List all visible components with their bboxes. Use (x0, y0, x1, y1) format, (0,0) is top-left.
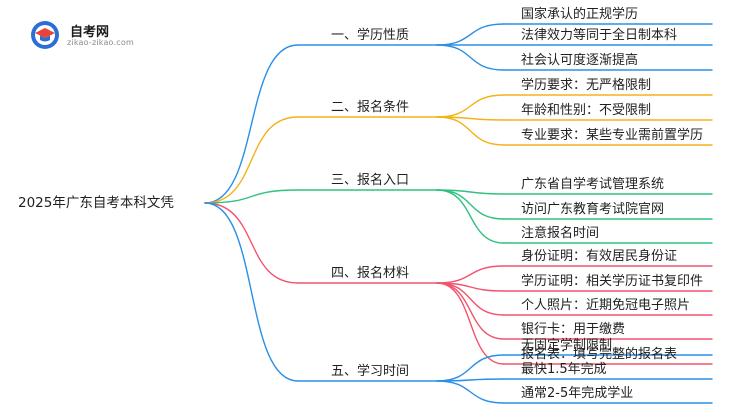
branch-topic: 二、报名条件 (331, 100, 410, 115)
leaf-connector (436, 265, 505, 284)
leaf-connector (436, 189, 505, 195)
site-logo[interactable]: 自考网 zikao-zikao.com (30, 18, 140, 52)
leaf-topic: 无固定学制限制 (521, 338, 613, 353)
leaf-topic: 国家承认的正规学历 (521, 7, 639, 22)
leaf-connector (436, 189, 505, 244)
leaf-topic: 注意报名时间 (521, 226, 600, 241)
branch-topic: 四、报名材料 (331, 266, 410, 281)
branch-topic: 五、学习时间 (331, 364, 410, 379)
branch-topic: 三、报名入口 (331, 173, 410, 188)
leaf-topic: 法律效力等同于全日制本科 (521, 28, 678, 43)
leaf-topic: 广东省自学考试管理系统 (521, 177, 665, 192)
branch-topic: 一、学历性质 (331, 28, 410, 43)
leaf-connector (436, 44, 505, 71)
logo-name: 自考网 (70, 25, 110, 40)
root-topic: 2025年广东自考本科文凭 (18, 195, 174, 211)
leaf-topic: 通常2-5年完成学业 (521, 386, 634, 401)
graduation-cap-icon (31, 21, 59, 49)
leaf-connector (436, 116, 505, 146)
leaf-connector (436, 380, 505, 404)
leaf-topic: 访问广东教育考试院官网 (521, 202, 665, 217)
leaf-topic: 学历证明：相关学历证书复印件 (521, 274, 704, 289)
leaf-topic: 个人照片：近期免冠电子照片 (521, 298, 691, 313)
branch-connector (204, 189, 299, 204)
branch-connector (204, 202, 299, 284)
leaf-topic: 银行卡：用于缴费 (521, 322, 626, 337)
leaf-connector (436, 116, 505, 121)
leaf-connector (436, 94, 505, 118)
leaf-topic: 专业要求：某些专业需前置学历 (521, 128, 704, 143)
leaf-connector (436, 354, 505, 382)
branch-connector (204, 116, 299, 204)
leaf-topic: 社会认可度逐渐提高 (521, 53, 639, 68)
leaf-connector (436, 23, 505, 46)
leaf-topic: 身份证明：有效居民身份证 (521, 249, 678, 264)
branch-connector (204, 44, 299, 204)
logo-url: zikao-zikao.com (67, 38, 134, 47)
leaf-topic: 年龄和性别：不受限制 (521, 103, 652, 118)
branch-connector (204, 202, 299, 382)
leaf-topic: 报名表：填写完整的报名表 (521, 347, 678, 362)
leaf-topic: 最快1.5年完成 (521, 362, 607, 377)
leaf-connector (436, 282, 505, 365)
leaf-topic: 学历要求：无严格限制 (521, 78, 652, 93)
